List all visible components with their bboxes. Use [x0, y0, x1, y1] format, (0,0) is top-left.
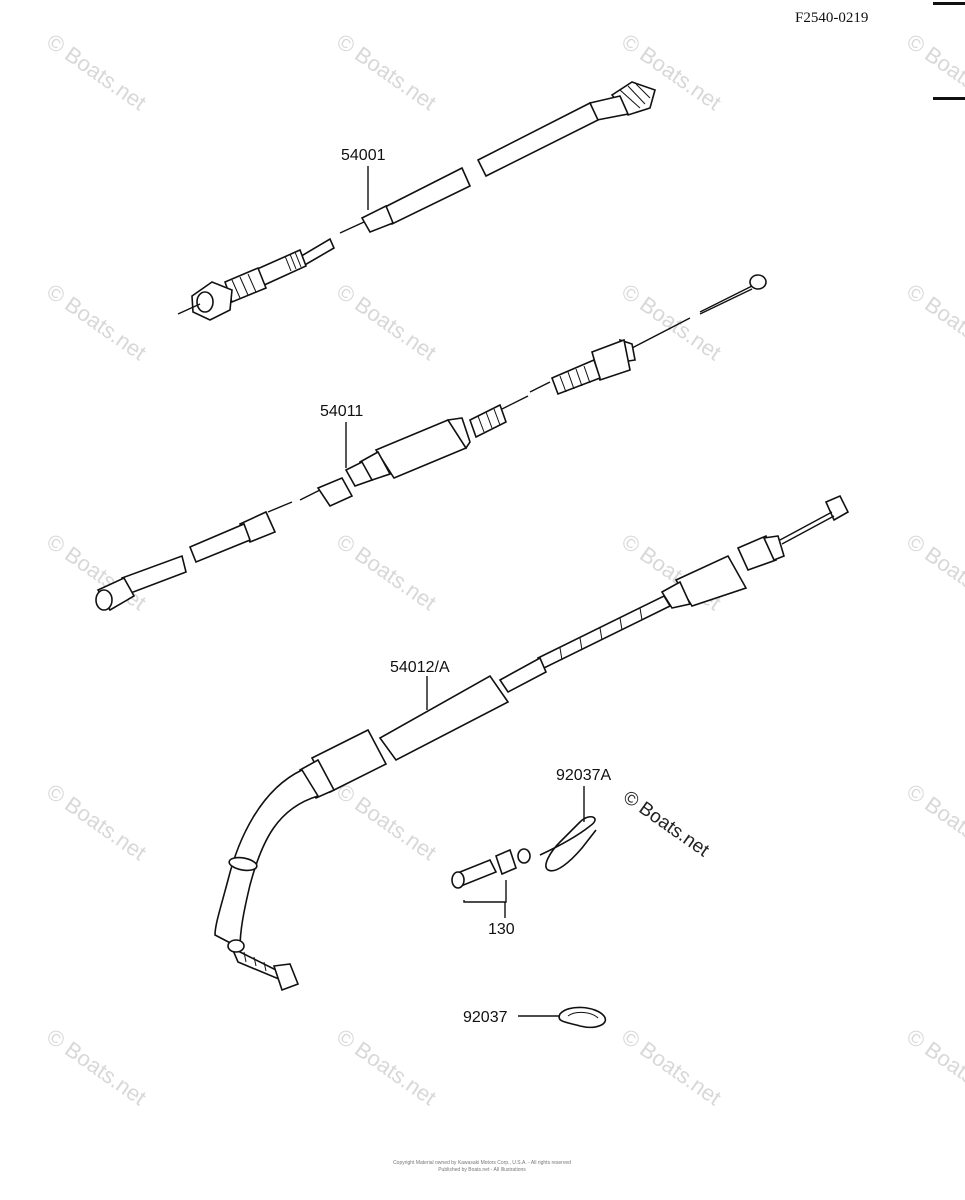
footer-publisher: Published by Boats.net - All Illustratio…: [438, 1167, 526, 1173]
watermark: © Boats.net: [902, 29, 965, 116]
callout-54011: 54011: [320, 403, 363, 420]
cable-strap: 92037A: [517, 767, 611, 872]
callout-130: 130: [488, 921, 515, 938]
clamp: 92037: [463, 1006, 607, 1029]
watermark: © Boats.net: [42, 1024, 151, 1111]
watermark: © Boats.net: [902, 1024, 965, 1111]
callout-54012-a: 54012/A: [390, 659, 450, 676]
watermark-main: © Boats.net: [619, 787, 713, 862]
edge-mark: [933, 97, 965, 100]
watermark: © Boats.net: [332, 779, 441, 866]
edge-mark-top: [933, 2, 965, 5]
clutch-cable: 54011: [95, 274, 767, 612]
callout-54001: 54001: [341, 147, 386, 164]
diagram-code: F2540-0219: [795, 10, 868, 26]
callout-92037a: 92037A: [556, 767, 611, 784]
watermark: © Boats.net: [332, 1024, 441, 1111]
watermark: © Boats.net: [902, 279, 965, 366]
watermark: © Boats.net: [902, 529, 965, 616]
bolt-set: 130: [451, 848, 517, 938]
watermark: © Boats.net: [902, 779, 965, 866]
throttle-cable: 54012/A: [214, 494, 850, 992]
watermark: © Boats.net: [332, 29, 441, 116]
speedometer-cable: 54001: [177, 81, 656, 321]
watermark: © Boats.net: [42, 279, 151, 366]
watermark: © Boats.net: [42, 29, 151, 116]
watermark: © Boats.net: [42, 779, 151, 866]
watermark: © Boats.net: [332, 279, 441, 366]
watermark: © Boats.net: [617, 1024, 726, 1111]
callout-92037: 92037: [463, 1009, 508, 1026]
footer-copyright: Copyright Material owned by Kawasaki Mot…: [393, 1160, 571, 1166]
watermark: © Boats.net: [332, 529, 441, 616]
